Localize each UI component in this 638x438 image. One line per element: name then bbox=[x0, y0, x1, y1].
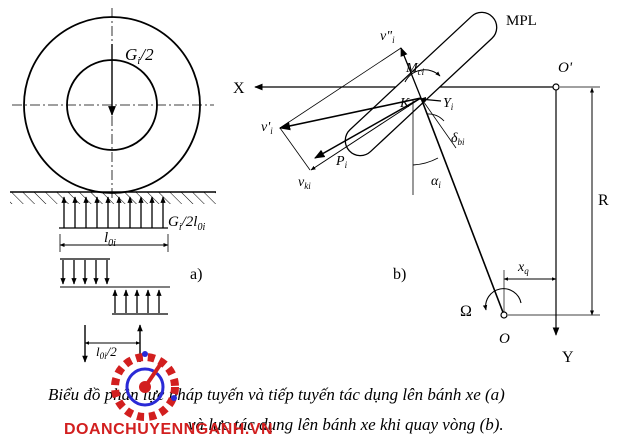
o-point bbox=[500, 311, 508, 319]
small-length-label: l0i/2 bbox=[96, 344, 117, 361]
x-axis-label: X bbox=[233, 80, 245, 97]
v2-label: v"i bbox=[380, 29, 395, 45]
v2-velocity-arrow bbox=[400, 47, 422, 99]
radius-label: R bbox=[598, 192, 609, 209]
panel-a: Gi/2l0i Gi/2 l0i l0i/2 bbox=[10, 8, 216, 363]
omega-rotation-arrow bbox=[482, 288, 522, 311]
pi-label: Pi bbox=[335, 154, 348, 170]
tangential-arrows-right bbox=[112, 289, 168, 315]
watermark-text: DOANCHUYENNGANH.VN bbox=[64, 421, 273, 438]
tangential-arrows-left bbox=[60, 258, 110, 285]
vki-label: vki bbox=[298, 175, 311, 191]
moment-label: Mci bbox=[405, 61, 425, 77]
caption-line-2: và lực tác dụng lên bánh xe khi quay vòn… bbox=[188, 415, 504, 434]
slip-angle-arc bbox=[426, 113, 445, 122]
watermark-logo bbox=[111, 351, 179, 421]
contact-load-arrows bbox=[59, 196, 168, 229]
alpha-label: αi bbox=[431, 174, 441, 190]
y-axis-label: Y bbox=[562, 349, 574, 366]
alpha-angle-arc bbox=[412, 157, 439, 166]
radius-line bbox=[420, 97, 505, 316]
weight-label: Gi/2 bbox=[125, 45, 154, 67]
panel-a-label: a) bbox=[190, 266, 202, 283]
delta-label: δbi bbox=[451, 131, 465, 147]
yi-label: Yi bbox=[443, 96, 454, 112]
moment-arrow bbox=[404, 69, 441, 83]
o-label: O bbox=[499, 331, 510, 347]
pi-force-arrow bbox=[314, 97, 422, 159]
vki-velocity-arrow bbox=[310, 97, 422, 171]
o-prime-label: O' bbox=[558, 60, 573, 76]
load-label: Gi/2l0i bbox=[168, 214, 205, 233]
mpl-label: MPL bbox=[506, 13, 537, 29]
omega-label: Ω bbox=[460, 303, 472, 320]
o-prime-point bbox=[552, 83, 560, 91]
ground-hatch bbox=[10, 192, 216, 204]
length-label: l0i bbox=[104, 230, 116, 249]
k-label: K bbox=[399, 96, 410, 111]
v1-velocity-arrow bbox=[278, 97, 422, 131]
panel-b-label: b) bbox=[393, 266, 406, 283]
v1-label: v'i bbox=[261, 120, 273, 136]
construction-line-2 bbox=[279, 47, 402, 129]
lateral-force-arrow bbox=[419, 96, 442, 103]
panel-b: X O' Y R MPL O xq Ω K Yi bbox=[233, 11, 609, 366]
construction-line-1 bbox=[279, 127, 311, 171]
xq-label: xq bbox=[517, 260, 529, 276]
wheel-plane-capsule bbox=[344, 11, 498, 157]
